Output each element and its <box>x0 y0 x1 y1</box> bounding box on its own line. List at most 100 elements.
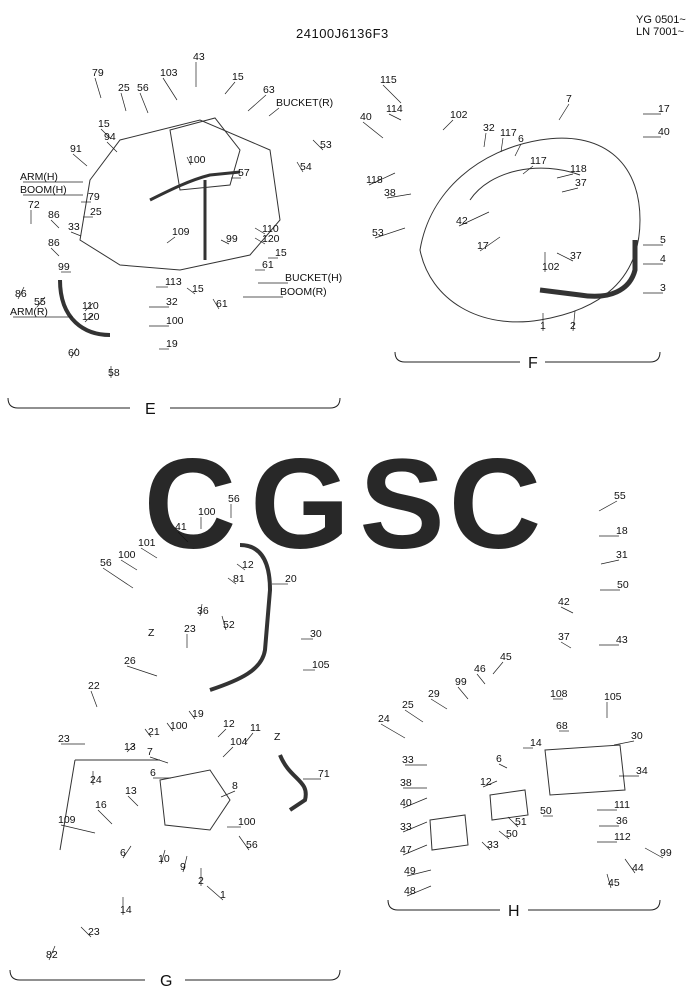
watermark-letter-3: S <box>359 433 444 576</box>
callout-label: 36 <box>616 815 628 827</box>
callout-label: 21 <box>148 726 160 738</box>
callout-label: 72 <box>28 199 40 211</box>
callout-label: 1 <box>540 320 546 332</box>
callout-leader <box>388 113 402 121</box>
callout-label: ARM(H) <box>20 171 58 183</box>
callout-label: 99 <box>58 261 70 273</box>
callout-label: 6 <box>496 753 502 765</box>
callout-label: 68 <box>556 720 568 732</box>
callout-label: 19 <box>192 708 204 720</box>
valve-block-g <box>159 769 231 831</box>
callout-leader <box>476 673 486 685</box>
watermark-letter-4: C <box>449 433 541 576</box>
callout-label: 50 <box>540 805 552 817</box>
callout-leader <box>247 94 267 112</box>
callout-leader <box>120 559 138 571</box>
callout-label: 18 <box>616 525 628 537</box>
callout-label: 117 <box>530 155 547 167</box>
callout-leader <box>70 231 82 237</box>
callout-label: 32 <box>483 122 495 134</box>
callout-leader <box>149 756 169 764</box>
callout-leader <box>126 665 158 677</box>
callout-label: 100 <box>170 720 188 732</box>
callout-label: BUCKET(H) <box>285 272 342 284</box>
callout-label: 22 <box>88 680 100 692</box>
callout-leader <box>404 709 424 723</box>
callout-leader <box>220 239 230 245</box>
callout-label: 57 <box>238 167 250 179</box>
callout-leader <box>374 227 406 239</box>
pump-body-outline-f-inner <box>469 167 581 201</box>
callout-label: 52 <box>223 619 235 631</box>
callout-label: Z <box>148 627 155 639</box>
callout-leader <box>224 81 236 95</box>
callout-label: 109 <box>172 226 190 238</box>
callout-label: 2 <box>570 320 576 332</box>
callout-label: 49 <box>404 865 416 877</box>
callout-label: 5 <box>660 234 666 246</box>
callout-leader <box>492 661 504 675</box>
callout-label: 15 <box>275 247 287 259</box>
callout-leader <box>386 193 412 199</box>
callout-label: 60 <box>68 347 80 359</box>
callout-label: 120 <box>262 233 280 245</box>
callout-label: 25 <box>118 82 130 94</box>
callout-label: 37 <box>575 177 587 189</box>
callout-leader <box>221 615 227 631</box>
callout-label: 86 <box>48 209 60 221</box>
callout-leader <box>598 500 618 512</box>
callout-label: 99 <box>226 233 238 245</box>
callout-label: 101 <box>138 537 156 549</box>
callout-leader <box>222 746 234 758</box>
callout-leader <box>238 835 250 851</box>
callout-leader <box>186 156 192 166</box>
callout-label: 6 <box>150 767 156 779</box>
callout-label: 3 <box>660 282 666 294</box>
hydraulic-body-outline-e-inner <box>169 117 241 191</box>
callout-label: 32 <box>166 296 178 308</box>
callout-leader <box>97 809 113 825</box>
callout-label: 33 <box>487 839 499 851</box>
callout-leader <box>498 763 508 769</box>
callout-label: 30 <box>310 628 322 640</box>
callout-label: 53 <box>372 227 384 239</box>
section-label-h: H <box>508 903 520 920</box>
callout-label: 117 <box>500 127 517 139</box>
callout-label: 45 <box>608 877 620 889</box>
callout-label: 29 <box>428 688 440 700</box>
callout-label: 17 <box>477 240 489 252</box>
callout-leader <box>227 577 237 585</box>
callout-label: 53 <box>320 139 332 151</box>
callout-label: 6 <box>518 133 524 145</box>
callout-label: 55 <box>34 296 46 308</box>
callout-leader <box>177 531 189 543</box>
callout-label: 34 <box>636 765 648 777</box>
callout-label: 37 <box>558 631 570 643</box>
callout-leader <box>254 237 266 245</box>
callout-label: 30 <box>631 730 643 742</box>
callout-label: 100 <box>238 816 256 828</box>
callout-leader <box>498 830 510 840</box>
callout-leader <box>268 107 280 117</box>
callout-leader <box>36 296 46 308</box>
callout-label: 120 <box>82 311 100 323</box>
callout-leader <box>558 103 570 121</box>
callout-leader <box>127 795 139 807</box>
callout-leader <box>644 847 664 859</box>
callout-leader <box>600 559 620 565</box>
watermark-letter-2: G <box>250 433 350 576</box>
callout-label: 12 <box>242 559 254 571</box>
callout-leader <box>166 722 174 732</box>
callout-label: 10 <box>158 853 170 865</box>
callout-label: 54 <box>300 161 312 173</box>
frame-g <box>59 759 160 851</box>
callout-label: 105 <box>312 659 330 671</box>
callout-label: 13 <box>124 741 136 753</box>
callout-leader <box>144 728 152 738</box>
serial-range: YG 0501~ LN 7001~ <box>636 14 686 38</box>
callout-leader <box>368 172 396 186</box>
